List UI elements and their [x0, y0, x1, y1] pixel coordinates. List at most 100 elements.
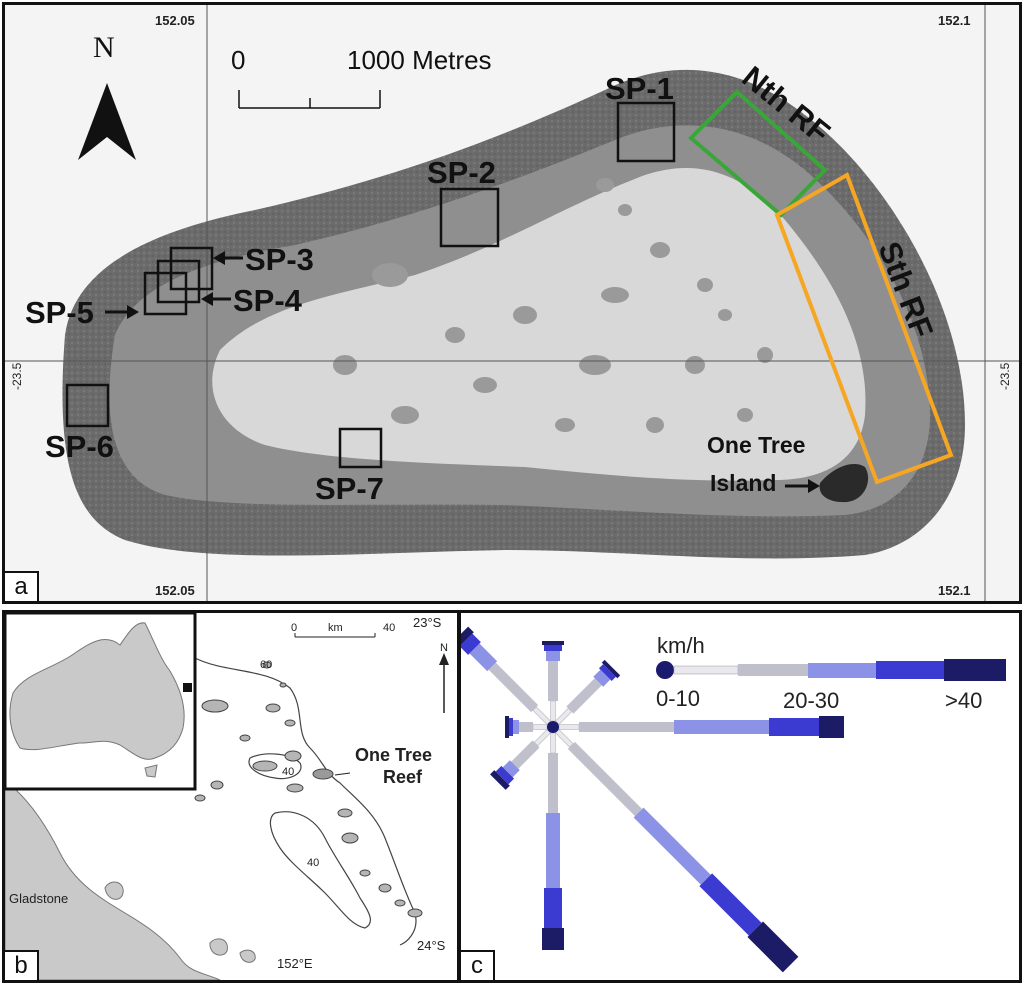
site-label-sp3: SP-3: [245, 242, 314, 277]
wind-arm-se-segment-4: [747, 921, 799, 973]
site-box-sp4: [156, 259, 201, 304]
north-reef-flat-box: [688, 89, 828, 218]
wind-arm-sw-segment-4: [490, 770, 510, 790]
coord-right: -23.5: [998, 362, 1012, 390]
site-box-sp3: [169, 246, 214, 291]
coord-top-left: 152.05: [155, 13, 195, 28]
wind-rose-arms: [461, 626, 844, 973]
wind-rose-center: [547, 721, 559, 733]
b-north-arrowhead-icon: [439, 653, 449, 665]
one-tree-reef-marker: [312, 768, 334, 780]
site-arrows: [105, 251, 820, 493]
legend-bar-over-40: [944, 659, 1006, 681]
depth-label-40-a: 40: [282, 766, 294, 778]
wind-arm-n-segment-0: [550, 700, 556, 722]
lon-label: 152°E: [277, 956, 313, 971]
depth-label-40-b: 40: [307, 857, 319, 869]
wind-arm-w-segment-2: [513, 720, 519, 734]
site-box-sp1: [616, 101, 676, 163]
coastal-islands: [104, 881, 256, 963]
wind-arm-n-segment-3: [544, 645, 562, 651]
island-label-line2: Island: [710, 470, 776, 496]
wind-arm-sw: [490, 729, 551, 790]
tasmania-outline: [144, 764, 158, 778]
wind-arm-s-segment-2: [546, 813, 560, 888]
wind-arm-se-segment-3: [699, 873, 762, 936]
wind-arm-n: [542, 641, 564, 722]
legend-bar-0-10: [673, 665, 739, 675]
site-label-sp4: SP-4: [233, 283, 303, 318]
site-label-sp6: SP-6: [45, 429, 114, 464]
wind-arm-w-segment-4: [505, 716, 509, 738]
wind-arm-nw-segment-2: [469, 643, 498, 672]
legend-calm-dot: [656, 661, 674, 679]
km-scale-bar: [294, 633, 376, 638]
wind-arm-ne-segment-0: [555, 707, 573, 725]
lat-bottom-label: 24°S: [417, 938, 446, 953]
graticule: [5, 5, 1019, 601]
legend-bar-10-20: [738, 664, 808, 676]
site-box-sp6: [65, 383, 110, 428]
one-tree-reef-label-line1: One Tree: [355, 745, 432, 765]
site-box-sp2: [439, 187, 500, 248]
wind-arm-w-segment-3: [509, 718, 513, 736]
site-label-sp1: SP-1: [605, 71, 674, 106]
wind-arm-w-segment-1: [519, 722, 533, 732]
wind-arm-e-segment-0: [558, 724, 580, 730]
coord-top-right: 152.1: [938, 13, 971, 28]
one-tree-reef-label-line2: Reef: [383, 767, 423, 787]
wind-rose-svg: km/h 0-10 20-30 >40: [461, 626, 1006, 973]
gladstone-label: Gladstone: [9, 891, 68, 906]
scale-bar: [238, 90, 381, 109]
coord-bottom-right: 152.1: [938, 583, 971, 598]
one-tree-island: [819, 463, 869, 503]
wind-arm-se: [555, 729, 799, 973]
depth-label-60: 60: [260, 659, 272, 671]
panel-c-wind-rose: km/h 0-10 20-30 >40 c: [458, 610, 1022, 983]
coord-left: -23.5: [10, 362, 24, 390]
wind-arm-se-segment-2: [633, 807, 711, 885]
wind-arm-e-segment-3: [769, 718, 819, 736]
b-north-label: N: [440, 642, 448, 654]
north-arrow-icon: [78, 83, 136, 160]
wind-arm-s-segment-3: [544, 888, 562, 928]
wind-arm-ne-segment-2: [593, 669, 611, 687]
site-box-sp5: [143, 271, 188, 316]
wind-arm-e: [558, 716, 844, 738]
wind-arm-nw-segment-4: [461, 626, 474, 648]
wind-arm-sw-segment-2: [502, 760, 520, 778]
site-box-sp7: [338, 427, 383, 469]
panel-a-reef-map: 152.05 152.1 152.05 152.1 -23.5 -23.5 N …: [2, 2, 1022, 604]
wind-arm-e-segment-1: [579, 722, 674, 732]
wind-arm-nw: [461, 626, 551, 725]
legend-class-20-30: 20-30: [783, 688, 839, 713]
wind-arm-s: [542, 732, 564, 950]
wind-arm-s-segment-0: [550, 732, 556, 754]
km-scale-max: 40: [383, 622, 395, 634]
wind-arm-sw-segment-3: [495, 765, 515, 785]
site-label-sp7: SP-7: [315, 471, 384, 506]
wind-arm-nw-segment-0: [532, 706, 551, 725]
wind-arm-n-segment-2: [546, 651, 560, 661]
wind-arm-e-segment-2: [674, 720, 769, 734]
site-boxes: [65, 101, 676, 469]
km-scale-zero: 0: [291, 622, 297, 634]
australia-outline: [9, 622, 185, 760]
panel-a-label: a: [5, 571, 39, 601]
reef-map-svg: 152.05 152.1 152.05 152.1 -23.5 -23.5 N …: [5, 5, 1019, 601]
site-label-sp2: SP-2: [427, 155, 496, 190]
wind-arm-s-segment-1: [548, 753, 558, 813]
wind-arm-s-segment-4: [542, 928, 564, 950]
panel-b-regional-map: 60 40 40 One Tree Reef 0 km 40 23°S 24°S…: [2, 610, 460, 983]
legend-bar-30-40: [876, 661, 944, 679]
wind-arm-w: [505, 716, 548, 738]
regional-map-svg: 60 40 40 One Tree Reef 0 km 40 23°S 24°S…: [5, 613, 457, 980]
reef-leader-line: [334, 772, 351, 776]
lagoon: [212, 167, 866, 481]
scale-length: 1000 Metres: [347, 45, 492, 75]
wind-arm-e-segment-4: [819, 716, 844, 738]
north-label: N: [93, 31, 115, 64]
wind-arm-ne-segment-1: [566, 678, 602, 714]
wind-arm-w-segment-0: [532, 724, 548, 730]
panel-c-label: c: [461, 950, 495, 980]
